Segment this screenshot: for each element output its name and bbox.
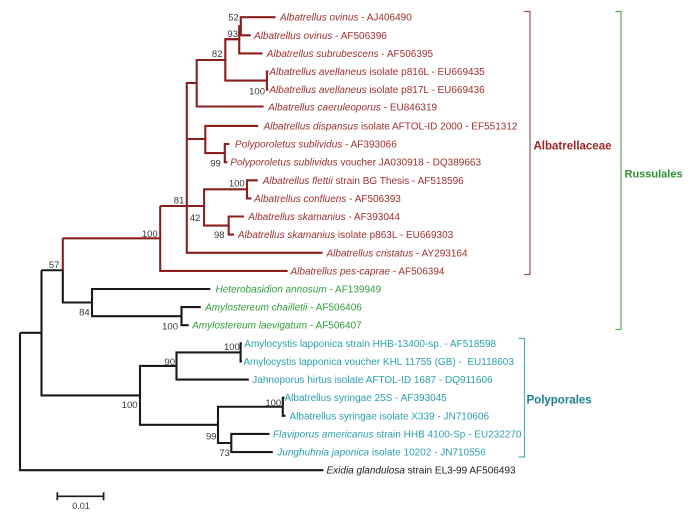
svg-text:Albatrellus confluens - AF5063: Albatrellus confluens - AF506393 [253,194,401,205]
svg-text:84: 84 [79,308,90,319]
svg-text:Jahnoporus hirtus isolate AFTO: Jahnoporus hirtus isolate AFTOL-ID 1687 … [252,375,493,386]
svg-text:93: 93 [227,29,238,40]
svg-text:Albatrellus cristatus - AY2931: Albatrellus cristatus - AY293164 [326,248,468,259]
svg-text:99: 99 [210,158,221,169]
svg-text:Polyporales: Polyporales [527,395,592,407]
svg-text:Albatrellus syringae 25S - AF3: Albatrellus syringae 25S - AF393045 [285,393,448,404]
svg-text:Albatrellus skamanius - AF3930: Albatrellus skamanius - AF393044 [247,212,400,223]
svg-text:Polyporoletus sublividus vouch: Polyporoletus sublividus voucher JA03091… [230,158,481,169]
svg-text:Albatrellus pes-caprae - AF506: Albatrellus pes-caprae - AF506394 [290,266,445,277]
svg-text:Albatrellaceae: Albatrellaceae [534,141,612,153]
svg-text:100: 100 [122,400,138,411]
svg-text:82: 82 [212,49,223,60]
svg-text:Albatrellus syringae isolate X: Albatrellus syringae isolate X339 - JN71… [290,411,490,422]
svg-text:100: 100 [162,322,178,333]
svg-text:98: 98 [214,230,225,241]
svg-text:90: 90 [164,357,175,368]
svg-text:Albatrellus skamanius isolate: Albatrellus skamanius isolate p863L - EU… [237,230,454,241]
svg-text:Russulales: Russulales [625,169,683,181]
svg-text:100: 100 [142,229,158,240]
svg-text:73: 73 [219,448,230,459]
svg-text:100: 100 [265,398,281,409]
svg-text:Albatrellus subrubescens - AF5: Albatrellus subrubescens - AF506395 [266,49,434,60]
svg-text:Amylostereum chailletii - AF50: Amylostereum chailletii - AF506406 [204,303,362,314]
svg-text:Albatrellus ovinus - AJ406490: Albatrellus ovinus - AJ406490 [279,13,412,24]
svg-text:Amylostereum laevigatum - AF50: Amylostereum laevigatum - AF506407 [191,321,362,332]
svg-text:Albatrellus avellaneus isolate: Albatrellus avellaneus isolate p816L - E… [268,67,485,78]
svg-text:Albatrellus flettii strain BG: Albatrellus flettii strain BG Thesis - A… [262,176,464,187]
svg-text:42: 42 [190,213,201,224]
svg-text:Amylocystis lapponica voucher: Amylocystis lapponica voucher KHL 11755 … [243,357,514,368]
svg-text:Flaviporus americanus strain H: Flaviporus americanus strain HHB 4100-Sp… [273,429,522,440]
svg-text:57: 57 [49,260,60,271]
svg-text:Heterobasidion annosum - AF139: Heterobasidion annosum - AF139949 [216,285,382,296]
svg-text:100: 100 [224,342,240,353]
svg-text:100: 100 [249,86,265,97]
svg-text:0.01: 0.01 [72,501,90,511]
svg-text:Exidia glandulosa strain EL3-9: Exidia glandulosa strain EL3-99 AF506493 [327,466,516,477]
svg-text:Albatrellus caeruleoporus - EU: Albatrellus caeruleoporus - EU846319 [267,103,437,114]
svg-text:99: 99 [206,432,217,443]
svg-text:Albatrellus avellaneus isolate: Albatrellus avellaneus isolate p817L - E… [268,85,485,96]
svg-text:81: 81 [174,196,185,207]
svg-text:Polyporoletus sublividus - AF3: Polyporoletus sublividus - AF393066 [235,140,397,151]
svg-text:100: 100 [229,179,245,190]
svg-text:Junghuhnia japonica isolate 10: Junghuhnia japonica isolate 10202 - JN71… [276,448,486,459]
svg-text:Albatrellus dispansus isolate: Albatrellus dispansus isolate AFTOL-ID 2… [263,121,518,132]
svg-text:52: 52 [228,13,239,24]
svg-text:Amylocystis lapponica strain H: Amylocystis lapponica strain HHB-13400-s… [244,339,496,350]
svg-text:Albatrellus ovinus - AF506396: Albatrellus ovinus - AF506396 [253,31,387,42]
